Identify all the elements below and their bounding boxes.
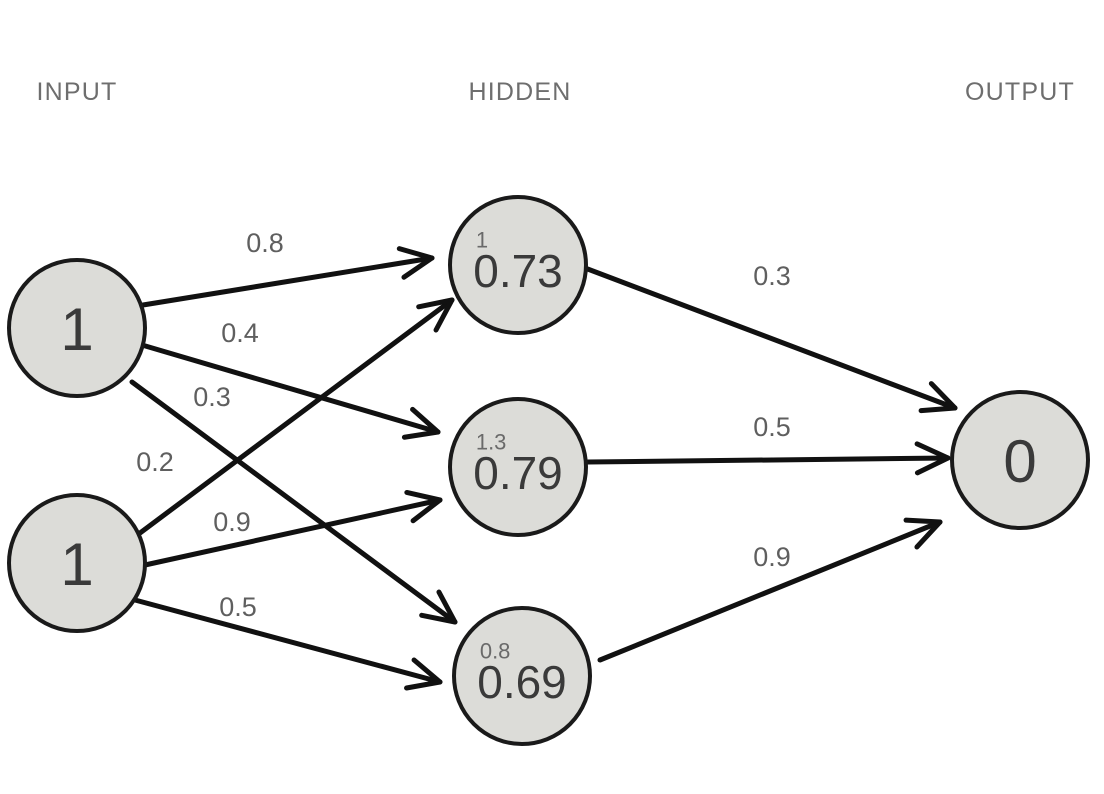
edge-line bbox=[137, 297, 455, 536]
edge-arrowhead bbox=[914, 441, 951, 476]
edge-arrowhead bbox=[396, 246, 435, 280]
edge-line bbox=[140, 255, 435, 308]
edge-h1-o1: 0.3 bbox=[582, 261, 958, 414]
edge-weight-label: 0.5 bbox=[219, 592, 257, 622]
edges-group: 0.8 0.4 0.3 0.2 0.9 0.5 0.3 0.5 0.9 bbox=[129, 228, 958, 691]
edge-weight-label: 0.3 bbox=[193, 382, 231, 412]
edge-arrowhead bbox=[419, 589, 458, 625]
edge-weight-label: 0.8 bbox=[246, 228, 284, 258]
layer-title-output: OUTPUT bbox=[965, 78, 1075, 106]
edge-i1-h2: 0.4 bbox=[139, 318, 441, 440]
edge-h2-o1: 0.5 bbox=[585, 412, 951, 476]
layer-title-hidden: HIDDEN bbox=[468, 78, 571, 106]
edge-weight-label: 0.4 bbox=[221, 318, 259, 348]
node-h2[interactable]: 1.30.79 bbox=[448, 397, 588, 537]
node-value-label: 0 bbox=[1003, 428, 1036, 495]
edge-arrowhead bbox=[401, 406, 441, 440]
layer-title-input: INPUT bbox=[37, 78, 118, 106]
edge-arrowhead bbox=[404, 657, 443, 691]
node-value-label: 1 bbox=[60, 296, 93, 363]
edge-line bbox=[582, 265, 958, 411]
node-circle[interactable] bbox=[950, 390, 1090, 530]
node-h3[interactable]: 0.80.69 bbox=[452, 606, 592, 746]
node-i2[interactable]: 1 bbox=[7, 493, 147, 633]
node-weighted-sum-label: 1 bbox=[476, 227, 488, 252]
edge-i2-h2: 0.9 bbox=[142, 489, 443, 568]
node-value-label: 0.69 bbox=[477, 656, 567, 708]
edge-weight-label: 0.2 bbox=[136, 447, 174, 477]
node-weighted-sum-label: 1.3 bbox=[476, 429, 507, 454]
edge-arrowhead bbox=[404, 489, 443, 524]
edge-line bbox=[597, 519, 943, 663]
node-circle[interactable] bbox=[7, 258, 147, 398]
edge-i1-h1: 0.8 bbox=[140, 228, 435, 308]
edge-weight-label: 0.5 bbox=[753, 412, 791, 442]
node-circle[interactable] bbox=[448, 195, 588, 335]
node-value-label: 0.73 bbox=[473, 245, 563, 297]
edge-arrowhead bbox=[918, 381, 958, 414]
node-value-label: 0.79 bbox=[473, 447, 563, 499]
edge-line bbox=[129, 379, 458, 625]
node-value-label: 1 bbox=[60, 531, 93, 598]
node-o1[interactable]: 0 bbox=[950, 390, 1090, 530]
edge-i1-h3: 0.3 bbox=[129, 379, 458, 625]
node-circle[interactable] bbox=[452, 606, 592, 746]
layer-titles: INPUT HIDDEN OUTPUT bbox=[37, 78, 1075, 106]
edge-line bbox=[142, 497, 443, 568]
edge-arrowhead bbox=[903, 517, 943, 550]
edge-i2-h3: 0.5 bbox=[132, 592, 443, 691]
edge-line bbox=[139, 342, 441, 435]
edge-arrowhead bbox=[416, 297, 455, 333]
edge-weight-label: 0.9 bbox=[753, 542, 791, 572]
edge-h3-o1: 0.9 bbox=[597, 517, 943, 663]
node-circle[interactable] bbox=[448, 397, 588, 537]
node-circle[interactable] bbox=[7, 493, 147, 633]
edge-line bbox=[132, 597, 443, 685]
node-weighted-sum-label: 0.8 bbox=[480, 638, 511, 663]
edge-line bbox=[585, 455, 951, 465]
node-h1[interactable]: 10.73 bbox=[448, 195, 588, 335]
node-i1[interactable]: 1 bbox=[7, 258, 147, 398]
edge-i2-h1: 0.2 bbox=[136, 297, 455, 536]
edge-weight-label: 0.9 bbox=[213, 507, 251, 537]
edge-weight-label: 0.3 bbox=[753, 261, 791, 291]
